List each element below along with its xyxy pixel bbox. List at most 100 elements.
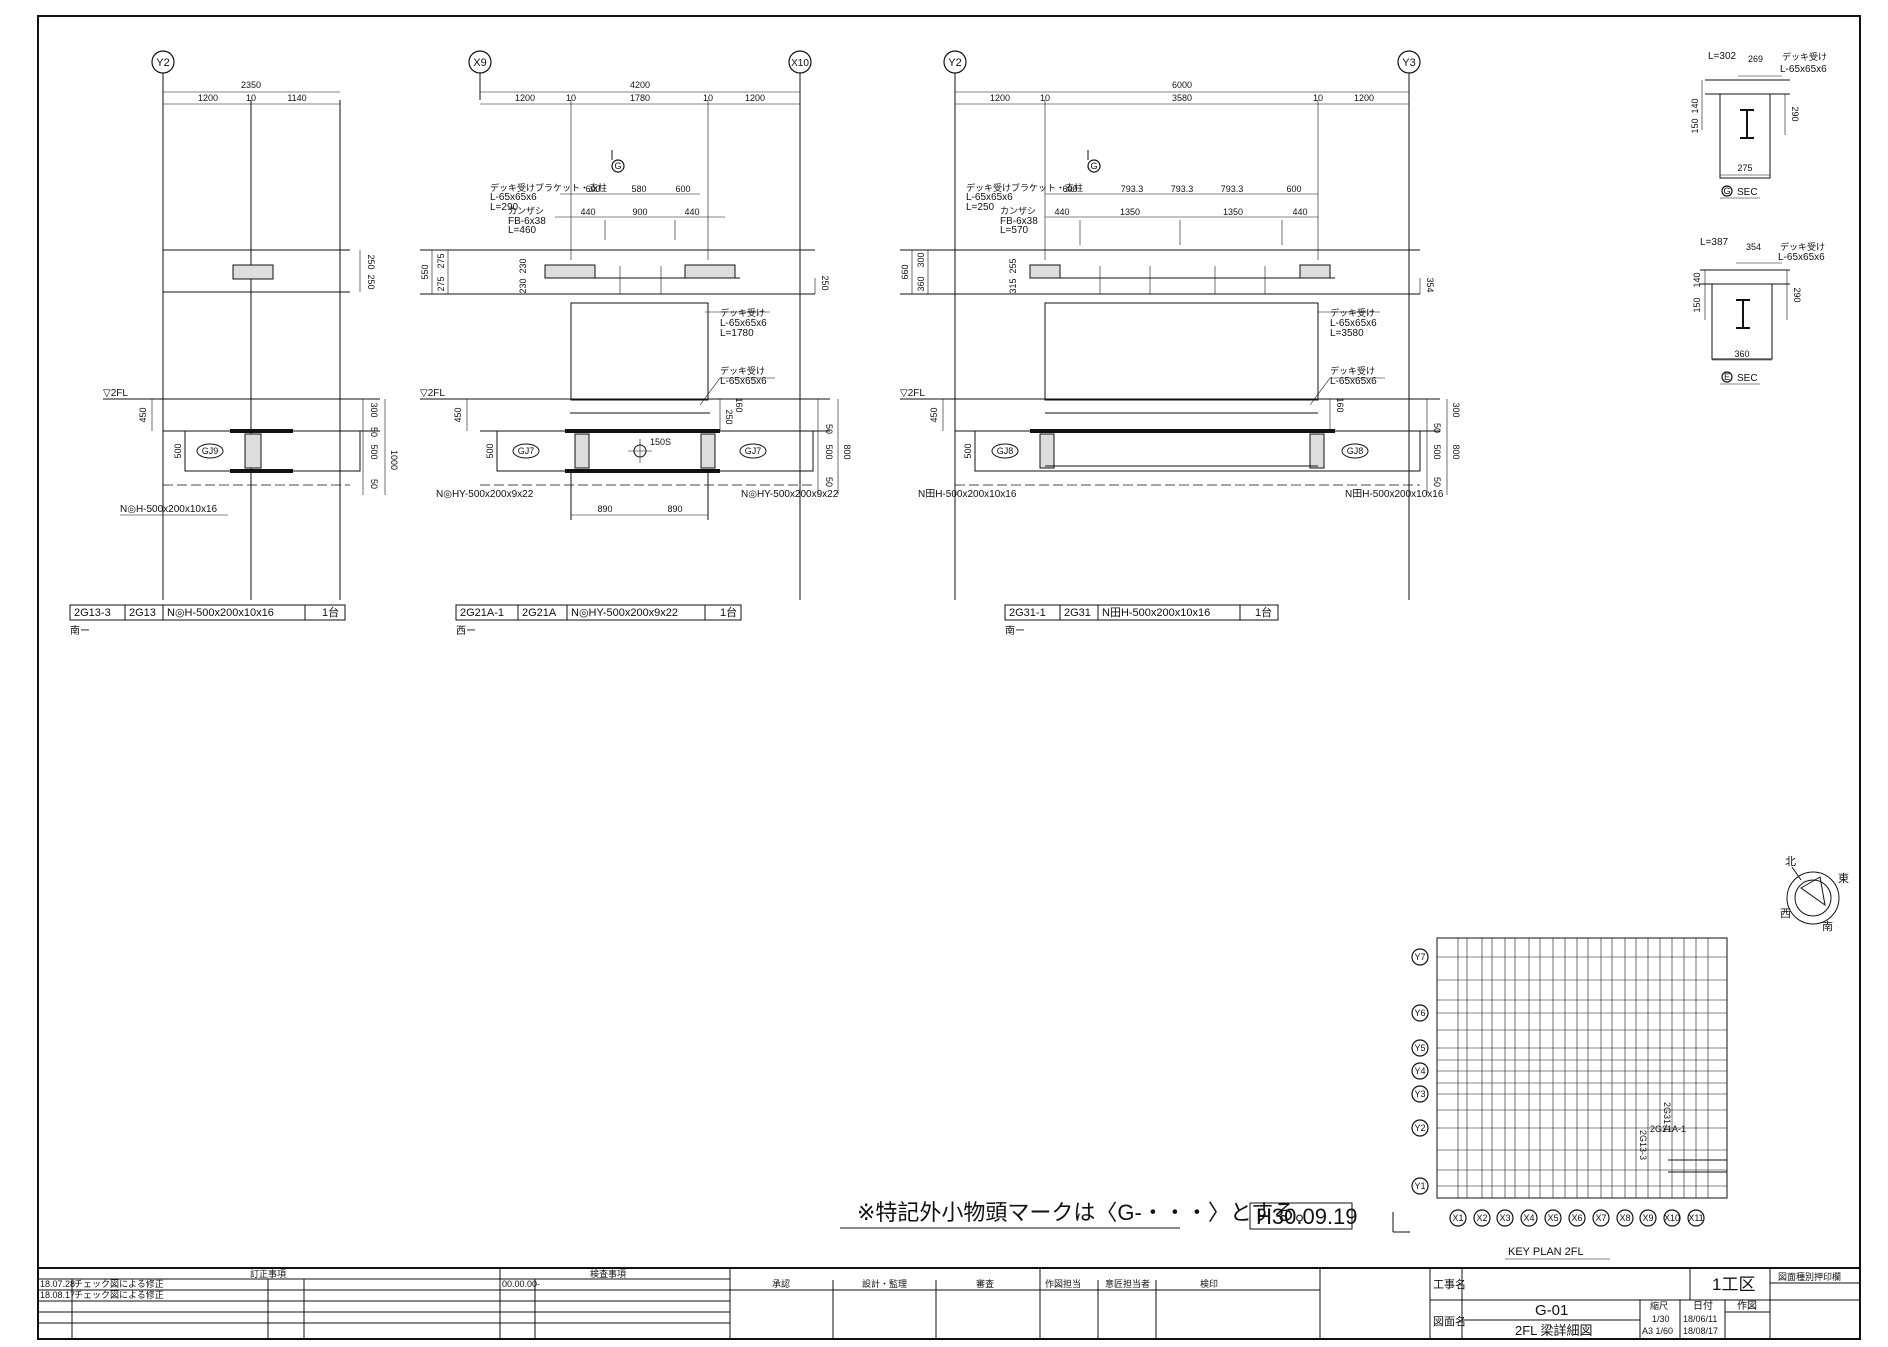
deck-label: L=1780 bbox=[720, 328, 754, 339]
kanzashi-label: FB-6x38 bbox=[1000, 216, 1038, 227]
key-plan-x-label: X4 bbox=[1523, 1213, 1534, 1223]
approval-col: 承認 bbox=[772, 1278, 790, 1289]
detail-mark: G bbox=[1090, 161, 1097, 171]
beam-detail-2g21a: X9 X10 4200 1200 10 1780 10 1200 G デッキ受け… bbox=[420, 50, 852, 637]
title-cell-mark: 2G13-3 bbox=[74, 607, 111, 619]
dim-kanzashi: 440 bbox=[684, 207, 699, 217]
key-plan-mark: 2G21A-1 bbox=[1650, 1124, 1686, 1134]
project-label: 工事名 bbox=[1433, 1277, 1466, 1291]
section-dim: 290 bbox=[1790, 106, 1800, 121]
key-plan-y-bubble bbox=[1411, 1085, 1429, 1103]
member-spec: N◎H-500x200x10x16 bbox=[120, 504, 218, 515]
dim-kanzashi: 440 bbox=[1292, 207, 1307, 217]
dim-left: 660 bbox=[900, 264, 910, 279]
section-dim: L=387 bbox=[1700, 237, 1729, 248]
author-label: 作図 bbox=[1737, 1300, 1757, 1312]
section-dim: 354 bbox=[1746, 242, 1761, 252]
key-plan-y-label: Y1 bbox=[1414, 1181, 1425, 1191]
dim-bracket: 580 bbox=[631, 184, 646, 194]
dim-left: 550 bbox=[420, 264, 430, 279]
dim-overall: 6000 bbox=[1172, 80, 1192, 90]
grid-label-y2: Y2 bbox=[156, 57, 169, 69]
deck-label: デッキ受け bbox=[720, 365, 765, 376]
view-direction: 南ー bbox=[1005, 624, 1025, 637]
approval-col: 審査 bbox=[976, 1278, 994, 1289]
bracket-label: L=290 bbox=[490, 202, 519, 213]
dim-sub: 3580 bbox=[1172, 93, 1192, 103]
dim-left: 450 bbox=[929, 407, 939, 422]
dim-left: 360 bbox=[916, 276, 926, 291]
section-dim: 140 bbox=[1692, 272, 1702, 287]
key-plan-y-label: Y7 bbox=[1414, 952, 1425, 962]
bracket-label: L-65x65x6 bbox=[490, 192, 537, 203]
key-plan-y-label: Y3 bbox=[1414, 1089, 1425, 1099]
key-plan-x-label: X6 bbox=[1571, 1213, 1582, 1223]
title-cell-mark: 2G31-1 bbox=[1009, 607, 1046, 619]
dim-sub: 1200 bbox=[745, 93, 765, 103]
dim-kanzashi: 440 bbox=[1054, 207, 1069, 217]
revision-date: 18.08.17 bbox=[40, 1290, 75, 1300]
scale-label: 縮尺 bbox=[1650, 1300, 1668, 1311]
dim-right: 250 bbox=[820, 275, 830, 290]
kanzashi-label: L=570 bbox=[1000, 225, 1029, 236]
dim-bracket: 600 bbox=[1286, 184, 1301, 194]
key-plan-x-label: X10 bbox=[1664, 1213, 1680, 1223]
dim-overall: 4200 bbox=[630, 80, 650, 90]
compass-east: 東 bbox=[1838, 872, 1849, 885]
key-plan-y-bubble bbox=[1411, 1004, 1429, 1022]
dim-right: 50 bbox=[824, 477, 834, 487]
dim-bracket: 600 bbox=[1062, 184, 1077, 194]
dim-right: 300 bbox=[1451, 402, 1461, 417]
key-plan-x-label: X2 bbox=[1476, 1213, 1487, 1223]
dim-left: 450 bbox=[138, 407, 148, 422]
dim-right: 500 bbox=[369, 444, 379, 459]
dim-sub: 10 bbox=[246, 93, 256, 103]
drawing-number: G-01 bbox=[1535, 1302, 1568, 1319]
kanzashi-label: カンザシ bbox=[1000, 206, 1036, 216]
section-label: L-65x65x6 bbox=[1780, 64, 1827, 75]
dim-right: 500 bbox=[824, 444, 834, 459]
dim-overall: 2350 bbox=[241, 80, 261, 90]
key-plan-y-label: Y5 bbox=[1414, 1043, 1425, 1053]
joint-mark: GJ7 bbox=[518, 446, 535, 456]
dim-right: 50 bbox=[369, 479, 379, 489]
bracket-label: L-65x65x6 bbox=[966, 192, 1013, 203]
dim-right: 50 bbox=[1432, 477, 1442, 487]
key-plan-x-bubble bbox=[1592, 1209, 1610, 1227]
dim-sub: 1200 bbox=[1354, 93, 1374, 103]
approval-col: 作図担当 bbox=[1045, 1278, 1081, 1289]
dim-right: 800 bbox=[1451, 444, 1461, 459]
section-g: L=302 269 デッキ受け L-65x65x6 140 150 290 27… bbox=[1690, 51, 1827, 199]
key-plan-x-label: X1 bbox=[1452, 1213, 1463, 1223]
key-plan-title: KEY PLAN 2FL bbox=[1508, 1246, 1584, 1258]
key-plan-x-bubble bbox=[1520, 1209, 1538, 1227]
sheet-border bbox=[37, 15, 1861, 1340]
view-direction: 西ー bbox=[456, 626, 476, 637]
dim-right: 1000 bbox=[389, 450, 399, 470]
dim-sub: 1780 bbox=[630, 93, 650, 103]
dim-kanzashi: 1350 bbox=[1120, 207, 1140, 217]
dim-sub: 10 bbox=[1040, 93, 1050, 103]
section-dim: 269 bbox=[1748, 54, 1763, 64]
section-dim: 360 bbox=[1734, 349, 1749, 359]
region-label: 1工区 bbox=[1712, 1275, 1755, 1294]
stamp-label: 図面種別押印欄 bbox=[1778, 1271, 1841, 1282]
section-label: L-65x65x6 bbox=[1778, 252, 1825, 263]
section-label: デッキ受け bbox=[1782, 51, 1827, 62]
deck-label: L-65x65x6 bbox=[720, 376, 767, 387]
dim-right: 250 bbox=[724, 409, 734, 424]
approval-col: 設計・監理 bbox=[862, 1278, 907, 1289]
dim-bracket: 600 bbox=[675, 184, 690, 194]
dim-right: 500 bbox=[1432, 444, 1442, 459]
dim-bottom: 890 bbox=[597, 504, 612, 514]
deck-label: L=3580 bbox=[1330, 328, 1364, 339]
section-caption: SEC bbox=[1737, 373, 1758, 384]
dim-bottom: 890 bbox=[667, 504, 682, 514]
inspection-entry: 00.00.00- bbox=[502, 1279, 540, 1289]
grid-label-y2: Y2 bbox=[948, 57, 961, 69]
title-cell-spec: N田H-500x200x10x16 bbox=[1102, 607, 1210, 619]
dim-bracket: 600 bbox=[585, 184, 600, 194]
title-cell-qty: 1台 bbox=[1255, 605, 1272, 619]
dim-sub: 1140 bbox=[287, 93, 306, 103]
